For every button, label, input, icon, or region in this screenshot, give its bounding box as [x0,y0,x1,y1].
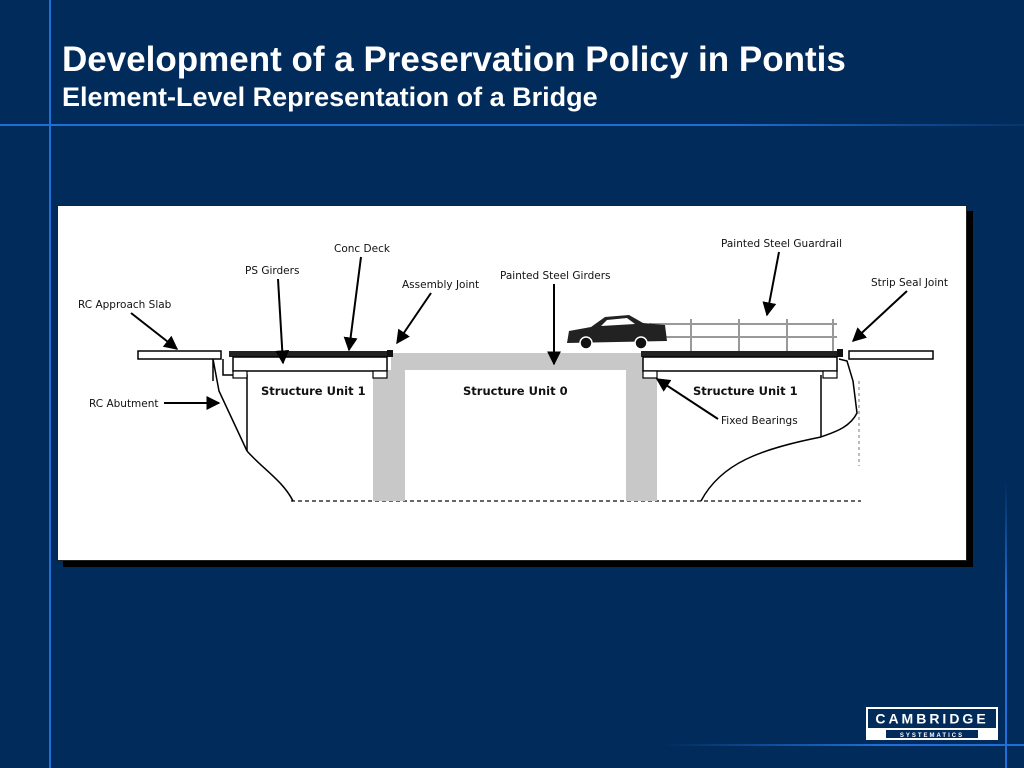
assembly-joint-mark [387,350,393,357]
label-strip-seal-joint: Strip Seal Joint [871,277,948,289]
cambridge-systematics-logo: CAMBRIDGE SYSTEMATICS [866,707,998,740]
arrow-fixed-bearings [655,378,719,420]
left-approach-slab [137,350,222,360]
right-girders [642,356,838,372]
slide-title: Development of a Preservation Policy in … [62,40,846,79]
callout-arrows [130,251,908,420]
label-fixed-bearings: Fixed Bearings [721,415,798,427]
label-painted-steel-guardrail: Painted Steel Guardrail [721,238,842,250]
logo-tagline: SYSTEMATICS [900,733,964,739]
label-conc-deck: Conc Deck [334,243,391,255]
left-embankment [246,450,294,502]
arrow-conc-deck [343,256,362,352]
right-rule [1005,480,1007,768]
label-rc-abutment: RC Abutment [89,398,159,410]
arrow-rc-approach-slab [130,312,179,350]
label-ps-girders: PS Girders [245,265,299,277]
arrow-assembly-joint [396,292,432,345]
left-conc-deck [229,351,391,357]
bridge-drawing: Structure Unit 1 Structure Unit 0 Struct… [78,238,948,502]
right-pier [626,370,657,501]
arrow-strip-seal-joint [851,290,908,342]
left-rule [49,0,51,768]
right-embankment [700,436,822,502]
title-rule [0,124,1024,126]
unit-label-left: Structure Unit 1 [261,384,366,398]
left-abutment [212,358,248,452]
guardrail [649,319,837,351]
right-conc-deck [641,351,841,357]
label-painted-steel-girders: Painted Steel Girders [500,270,611,282]
strip-seal-joint-mark [837,349,843,357]
right-approach-slab [848,350,934,360]
center-span-girder [391,353,643,370]
arrow-ps-girders [275,278,290,365]
slide-subtitle: Element-Level Representation of a Bridge [62,82,598,112]
right-abutment [820,358,858,438]
unit-label-right: Structure Unit 1 [693,384,798,398]
car-icon [567,315,667,350]
bottom-rule [660,744,1024,746]
unit-label-center: Structure Unit 0 [463,384,568,398]
label-assembly-joint: Assembly Joint [402,279,479,291]
left-pier [373,370,405,501]
bridge-diagram: Structure Unit 1 Structure Unit 0 Struct… [57,205,967,561]
label-rc-approach-slab: RC Approach Slab [78,299,172,311]
logo-name: CAMBRIDGE [875,711,988,727]
left-ps-girders [232,356,388,372]
arrow-painted-steel-guardrail [762,251,780,317]
